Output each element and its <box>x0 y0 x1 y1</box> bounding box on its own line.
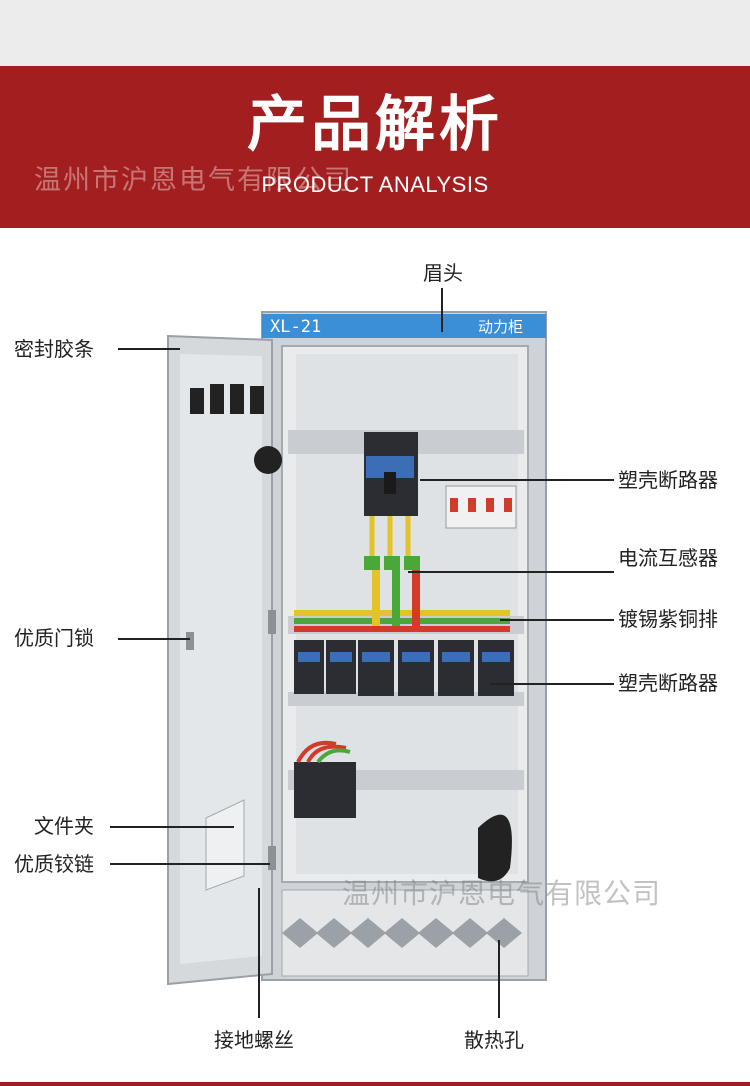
cabinet-illustration: XL-21 动力柜 <box>167 311 547 986</box>
leader-brow <box>441 288 443 332</box>
bottom-watermark: 温州市沪恩电气有限公司 <box>342 877 662 910</box>
door-lock <box>186 632 194 650</box>
main-breaker-handle <box>384 472 396 494</box>
callout-door-lock: 优质门锁 <box>14 626 94 650</box>
callout-seal-strip: 密封胶条 <box>14 337 94 361</box>
callout-brow: 眉头 <box>423 261 463 285</box>
breaker-row-faces <box>298 652 510 662</box>
callout-hinge: 优质铰链 <box>14 852 94 876</box>
cable-bundle <box>478 814 512 882</box>
wires-main <box>369 516 411 558</box>
leader-mccb-row <box>490 683 614 685</box>
door-components <box>190 384 282 474</box>
copper-busbars <box>294 570 510 632</box>
cabinet-type-label: 动力柜 <box>478 318 523 336</box>
header-watermark: 温州市沪恩电气有限公司 <box>34 165 353 196</box>
callout-copper-bar: 镀锡紫铜排 <box>618 607 718 631</box>
callout-ground-screw: 接地螺丝 <box>214 1028 294 1052</box>
small-breakers <box>445 485 517 529</box>
header-banner <box>0 66 750 228</box>
breaker-row <box>294 640 514 696</box>
callout-file-holder: 文件夹 <box>34 814 94 838</box>
page-title: 产品解析 <box>247 90 503 160</box>
current-transformers <box>364 556 420 570</box>
callout-current-transformer: 电流互感器 <box>618 546 718 570</box>
leader-door-lock <box>118 638 190 640</box>
leader-current-transformer <box>408 571 614 573</box>
hinge-top <box>268 610 276 634</box>
leader-file-holder <box>110 826 234 828</box>
cabinet-brow <box>262 314 546 338</box>
leader-hinge <box>110 863 270 865</box>
cabinet-model-label: XL-21 <box>270 317 321 337</box>
lower-breakers <box>294 740 356 818</box>
top-gray-band <box>0 0 750 66</box>
page-subtitle: PRODUCT ANALYSIS <box>261 172 489 197</box>
bottom-accent-line <box>0 1082 750 1086</box>
callout-mccb-row: 塑壳断路器 <box>618 671 718 695</box>
main-breaker-face <box>366 456 414 478</box>
leader-copper-bar <box>500 619 614 621</box>
leader-seal-strip <box>118 348 180 350</box>
hinge-bottom <box>268 846 276 870</box>
leader-vent-holes <box>498 940 500 1018</box>
leader-ground-screw <box>258 888 260 1018</box>
vent-holes <box>282 918 522 948</box>
callout-mccb-top: 塑壳断路器 <box>618 468 718 492</box>
callout-vent-holes: 散热孔 <box>464 1028 524 1052</box>
leader-mccb-top <box>420 479 614 481</box>
file-holder <box>205 799 245 891</box>
